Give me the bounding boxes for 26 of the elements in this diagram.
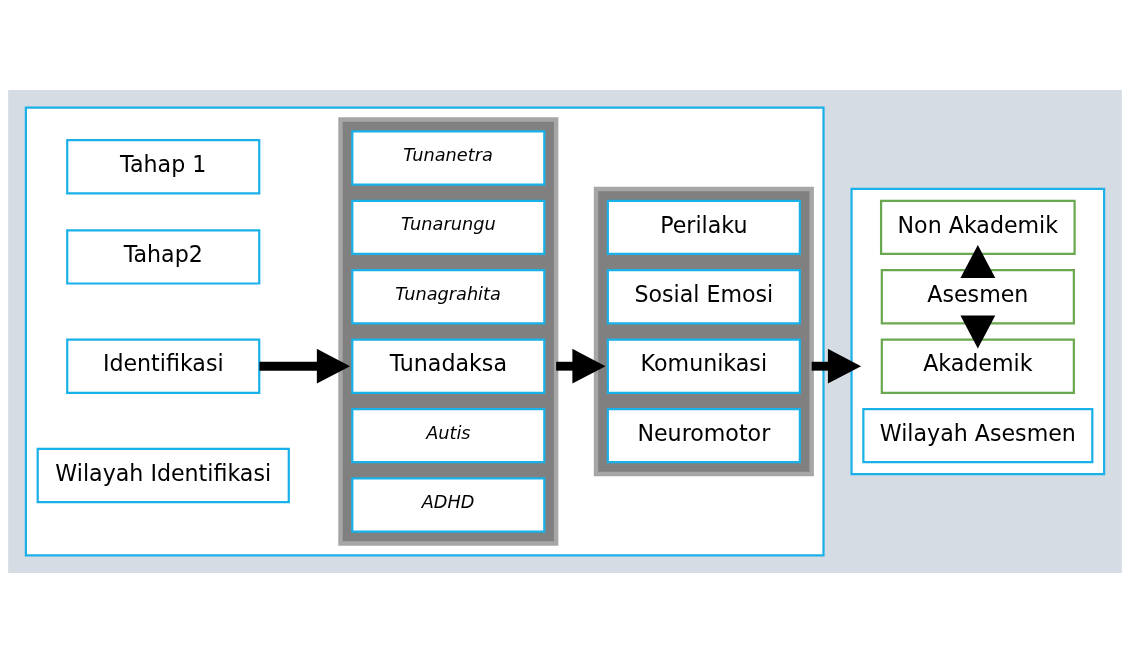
node-box: Identifikasi: [66, 338, 261, 394]
node-box: Neuromotor: [606, 407, 801, 463]
node-box: Tunanetra: [351, 129, 546, 186]
node-box: Non Akademik: [880, 199, 1076, 255]
node-box: Autis: [351, 407, 546, 463]
cluster: [338, 116, 559, 546]
node-box: Wilayah Asesmen: [862, 407, 1094, 463]
arrow: [960, 244, 996, 278]
node-box: Wilayah Identifikasi: [36, 447, 290, 503]
node-box: Komunikasi: [606, 338, 801, 394]
cluster: [24, 106, 825, 556]
arrow: [259, 348, 351, 384]
node-box: Tahap2: [66, 228, 261, 285]
node-box: Tunarungu: [351, 199, 546, 255]
node-box: Sosial Emosi: [606, 268, 801, 324]
node-box: Tunadaksa: [351, 338, 546, 394]
node-box: ADHD: [351, 476, 546, 533]
node-box: Akademik: [880, 338, 1075, 394]
cluster: [850, 187, 1106, 475]
cluster: [593, 186, 814, 476]
node-box: Perilaku: [606, 199, 801, 255]
arrow: [960, 314, 996, 349]
arrow: [556, 348, 606, 384]
arrow: [811, 348, 862, 384]
node-box: Tunagrahita: [351, 268, 546, 324]
node-box: Tahap 1: [66, 138, 261, 194]
